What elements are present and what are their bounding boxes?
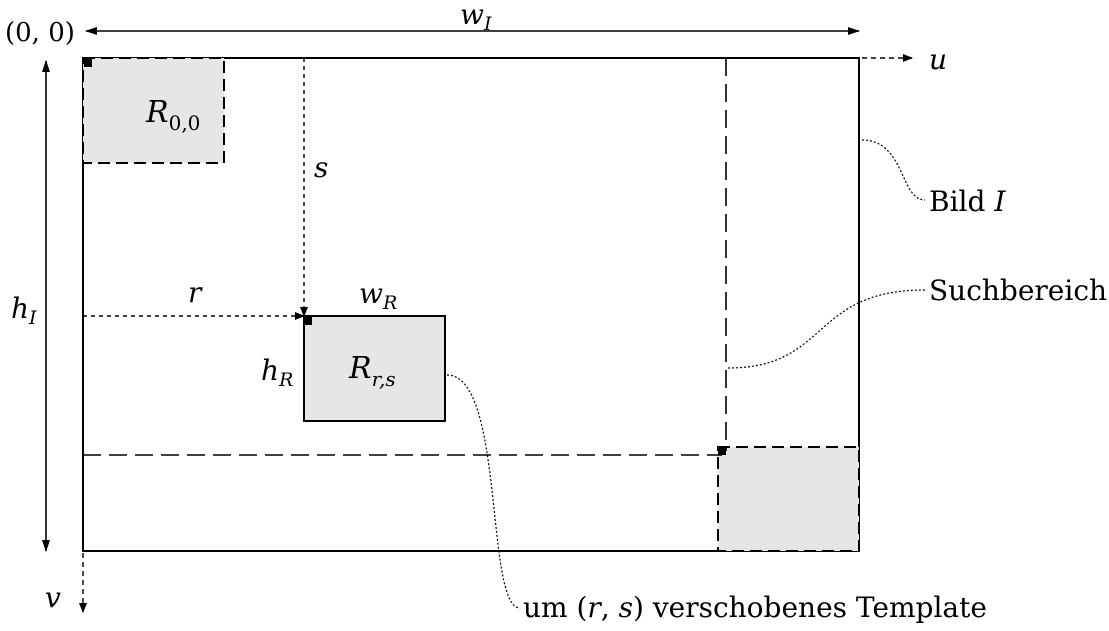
template-rrs-label: Rr,s: [348, 351, 396, 391]
template-leader-line: [446, 374, 521, 609]
v-axis-label: v: [45, 581, 61, 614]
u-axis-label: u: [929, 43, 947, 76]
height-label-h-i: hI: [11, 292, 37, 329]
suchbereich-label: Suchbereich: [929, 274, 1107, 307]
template-r00-label: R0,0: [145, 95, 200, 135]
image-rectangle: [82, 57, 860, 552]
template-rrs: [303, 315, 446, 422]
suchbereich-leader-line: [727, 289, 926, 369]
template-r00-corner-marker: [84, 59, 92, 67]
template-rrs-corner-marker: [304, 317, 312, 325]
template-last-corner-marker: [718, 447, 726, 455]
bild-label: Bild I: [929, 185, 1006, 218]
template-last: [717, 446, 860, 552]
template-width-label-w-r: wR: [359, 277, 397, 314]
template-r00: [82, 57, 225, 164]
offset-s-label: s: [314, 151, 328, 184]
origin-label: (0, 0): [5, 18, 75, 48]
offset-r-label: r: [188, 276, 203, 309]
template-description-label: um (r, s) verschobenes Template: [523, 591, 987, 624]
width-label-w-i: wI: [460, 0, 492, 35]
template-height-label-h-r: hR: [261, 354, 293, 391]
bild-leader-line: [861, 139, 926, 201]
